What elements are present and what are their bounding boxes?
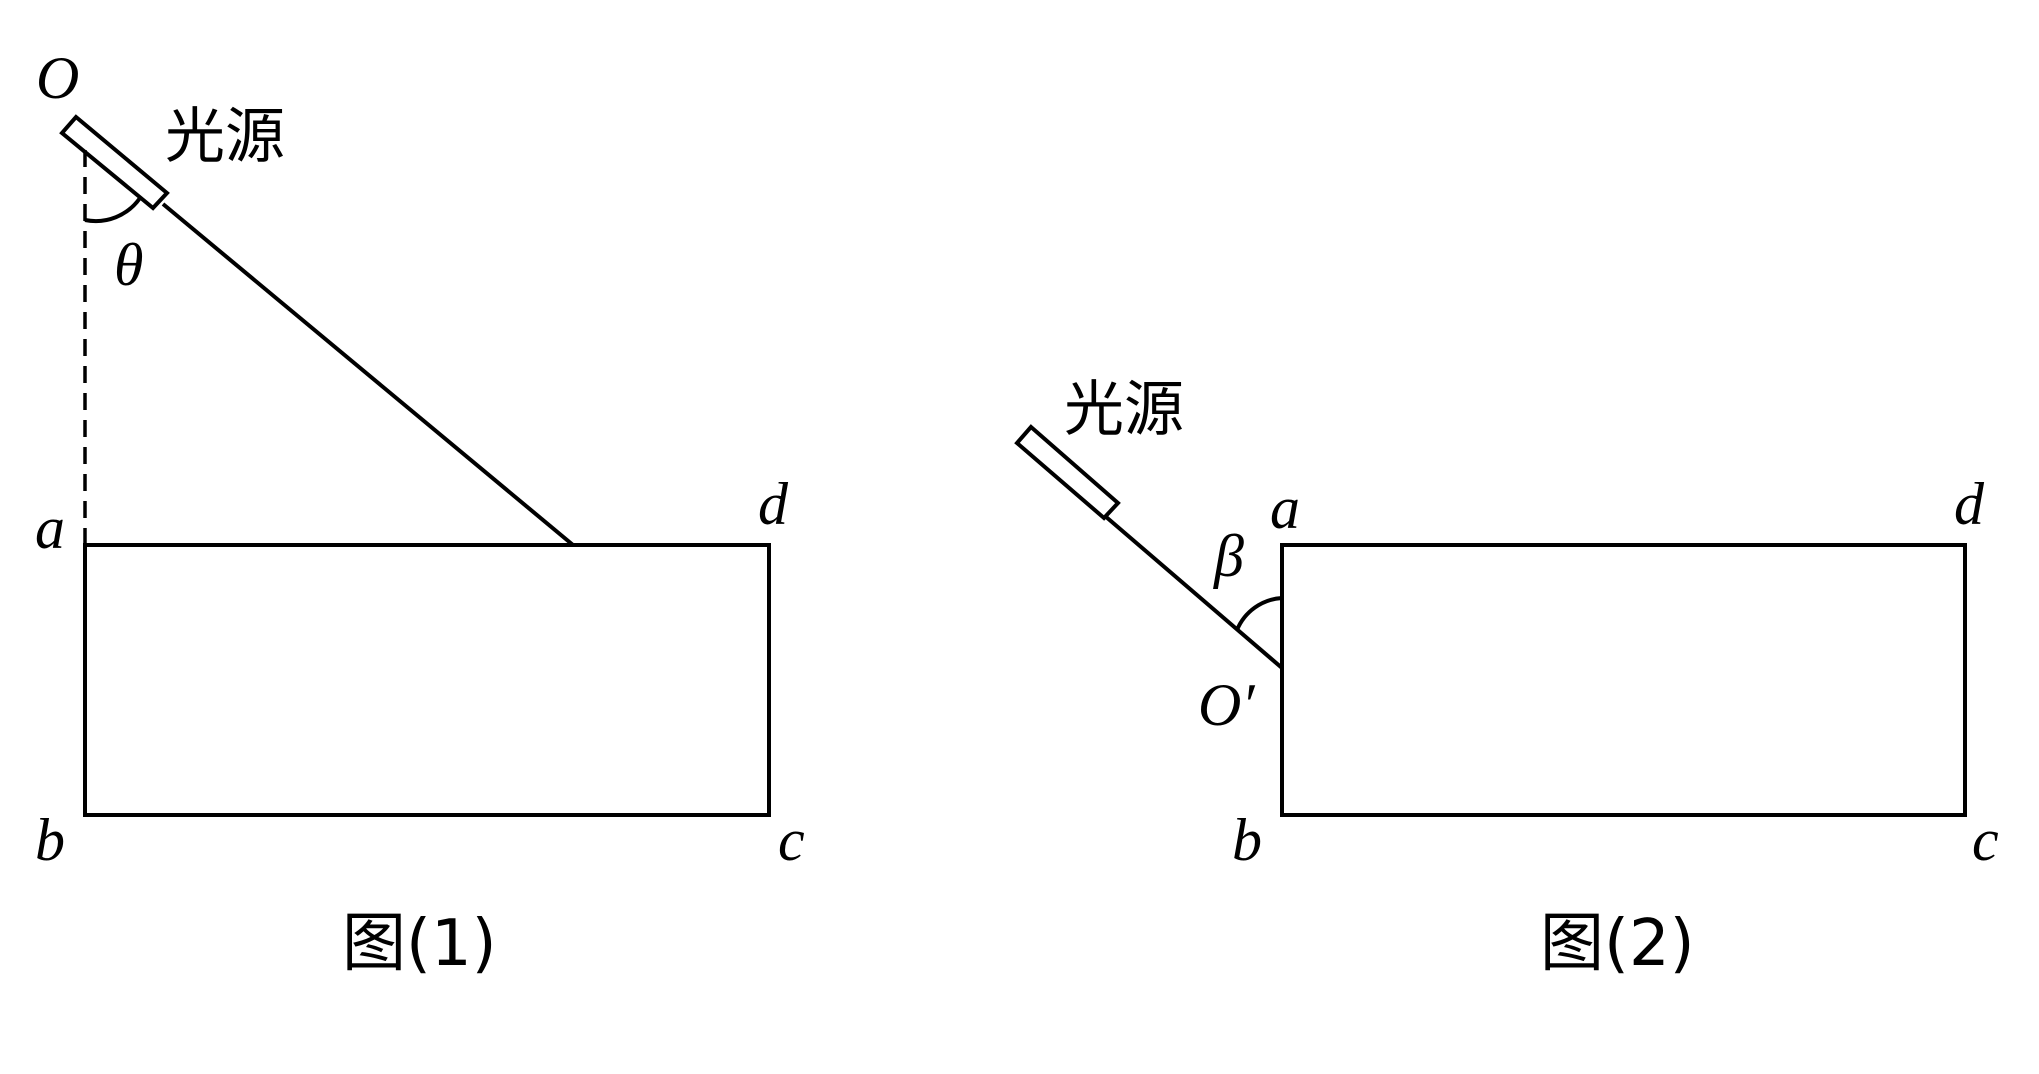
glass-block-2 <box>1280 543 1967 817</box>
corner-label-d-1: d <box>758 471 789 537</box>
angle-label-theta: θ <box>114 232 143 298</box>
light-source-2 <box>1014 424 1121 521</box>
caption-figure-2: 图(2) <box>1540 907 1695 981</box>
angle-label-beta: β <box>1213 523 1244 589</box>
label-O-prime: O′ <box>1198 672 1255 738</box>
angle-arc-beta <box>1235 596 1283 631</box>
corner-label-c-1: c <box>778 807 805 873</box>
light-ray-1 <box>161 202 575 547</box>
caption-figure-1: 图(1) <box>342 907 497 981</box>
corner-label-b-2: b <box>1232 807 1262 873</box>
corner-label-b-1: b <box>35 807 65 873</box>
corner-label-d-2: d <box>1954 471 1985 537</box>
corner-label-a-1: a <box>35 495 65 561</box>
light-source-label-1: 光源 <box>165 102 285 172</box>
figure-2: 光源 β O′ a d b c 图(2) <box>1014 375 1999 981</box>
glass-block-1 <box>83 543 771 817</box>
light-ray-2 <box>1103 514 1284 670</box>
light-source-label-2: 光源 <box>1064 375 1184 445</box>
label-O: O <box>36 45 79 111</box>
light-source-1 <box>59 114 170 211</box>
angle-arc-theta <box>84 196 142 224</box>
corner-label-a-2: a <box>1270 475 1300 541</box>
figure-1: O 光源 θ a d b c 图(1) <box>35 45 805 981</box>
corner-label-c-2: c <box>1972 807 1999 873</box>
